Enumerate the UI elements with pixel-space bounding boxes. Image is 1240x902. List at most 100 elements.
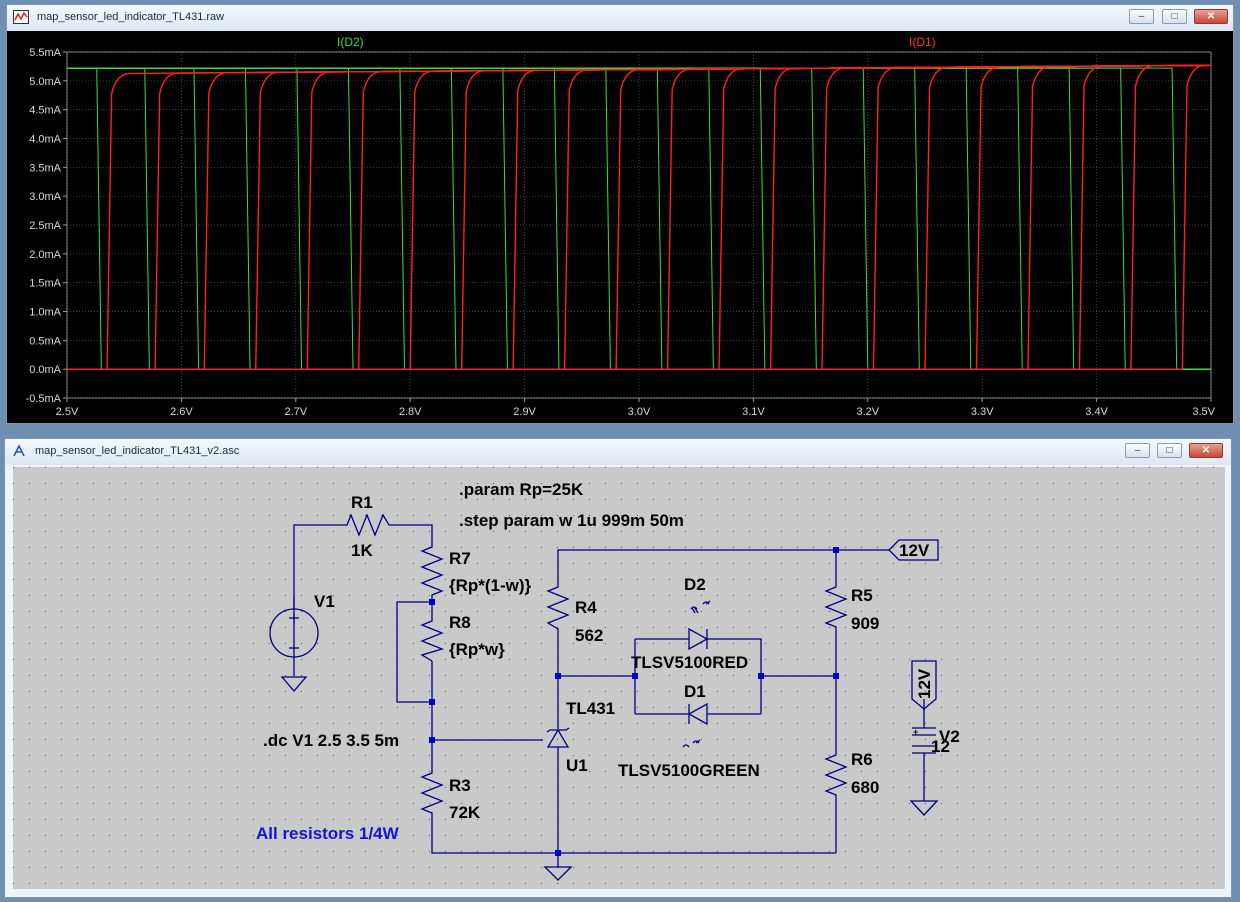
d1-value[interactable]: TLSV5100GREEN <box>618 761 760 780</box>
schematic-icon <box>13 444 25 457</box>
resistor-r6[interactable] <box>824 749 848 799</box>
minimize-button[interactable]: – <box>1125 443 1150 458</box>
close-icon: ✕ <box>1201 445 1211 456</box>
legend-i-d2[interactable]: I(D2) <box>337 35 364 49</box>
close-icon: ✕ <box>1206 11 1216 22</box>
d1-ref[interactable]: D1 <box>684 682 706 701</box>
i-d1-trace <box>67 64 1212 370</box>
ground-symbol <box>280 676 308 692</box>
r7-ref[interactable]: R7 <box>449 549 471 568</box>
x-tick-label: 2.9V <box>513 406 536 418</box>
waveform-plot[interactable]: 5.5mA5.0mA4.5mA4.0mA3.5mA3.0mA2.5mA2.0mA… <box>7 31 1233 423</box>
led-d2[interactable] <box>688 600 711 651</box>
x-tick-label: 3.2V <box>856 406 879 418</box>
v2-ref[interactable]: V2 <box>939 727 960 746</box>
r1-value[interactable]: 1K <box>351 541 373 560</box>
i-d1-trace <box>67 64 1212 370</box>
r5-ref[interactable]: R5 <box>851 586 873 605</box>
close-button[interactable]: ✕ <box>1189 443 1223 458</box>
y-tick-label: -0.5mA <box>26 393 62 405</box>
r7-value[interactable]: {Rp*(1-w)} <box>449 576 532 595</box>
net-label-12v-text: 12V <box>899 541 930 560</box>
i-d1-trace <box>67 64 1212 370</box>
x-tick-label: 2.7V <box>284 406 307 418</box>
i-d1-trace <box>67 64 1212 370</box>
resistor-r4[interactable] <box>546 581 570 641</box>
schematic-window: map_sensor_led_indicator_TL431_v2.asc – … <box>4 438 1232 898</box>
resistor-r3[interactable] <box>420 768 444 818</box>
close-button[interactable]: ✕ <box>1194 9 1228 24</box>
waveform-titlebar[interactable]: map_sensor_led_indicator_TL431.raw – □ ✕ <box>7 5 1233 31</box>
r6-ref[interactable]: R6 <box>851 750 873 769</box>
i-d1-trace <box>67 64 1212 370</box>
x-tick-label: 3.1V <box>742 406 765 418</box>
battery-v2[interactable] <box>912 727 936 754</box>
wire-net[interactable] <box>293 524 925 867</box>
junctions <box>429 547 839 856</box>
i-d1-trace <box>67 64 1212 370</box>
step-directive[interactable]: .step param w 1u 999m 50m <box>459 511 684 530</box>
x-tick-label: 3.3V <box>971 406 994 418</box>
net-label-12v-battery[interactable] <box>911 660 937 710</box>
resistor-r8[interactable] <box>420 615 444 662</box>
r3-ref[interactable]: R3 <box>449 776 471 795</box>
x-tick-label: 2.5V <box>56 406 79 418</box>
i-d1-trace <box>67 64 1212 370</box>
x-tick-label: 3.4V <box>1085 406 1108 418</box>
r1-ref[interactable]: R1 <box>351 493 373 512</box>
waveform-window-title: map_sensor_led_indicator_TL431.raw <box>37 11 225 23</box>
maximize-icon: □ <box>1166 445 1173 456</box>
i-d1-trace <box>67 64 1212 370</box>
d2-value[interactable]: TLSV5100RED <box>631 653 748 672</box>
resistor-r7[interactable] <box>420 541 444 601</box>
r6-value[interactable]: 680 <box>851 778 879 797</box>
schematic-window-title: map_sensor_led_indicator_TL431_v2.asc <box>35 445 240 457</box>
i-d1-trace <box>67 64 1212 370</box>
i-d1-trace <box>67 64 1212 370</box>
minimize-icon: – <box>1138 11 1145 22</box>
waveform-window: map_sensor_led_indicator_TL431.raw – □ ✕… <box>6 4 1234 424</box>
y-tick-label: 5.0mA <box>29 76 61 88</box>
i-d1-trace <box>67 64 1212 370</box>
r8-ref[interactable]: R8 <box>449 613 471 632</box>
r4-value[interactable]: 562 <box>575 626 603 645</box>
v2-value[interactable]: 12 <box>931 737 950 756</box>
r4-ref[interactable]: R4 <box>575 598 597 617</box>
resistor-r5[interactable] <box>824 581 848 631</box>
u1-value[interactable]: TL431 <box>566 699 615 718</box>
i-d1-trace <box>67 64 1212 370</box>
legend-i-d1[interactable]: I(D1) <box>909 35 936 49</box>
x-tick-label: 2.8V <box>399 406 422 418</box>
resistor-power-note[interactable]: All resistors 1/4W <box>256 824 400 843</box>
maximize-button[interactable]: □ <box>1162 9 1187 24</box>
y-tick-label: 3.0mA <box>29 191 61 203</box>
d2-ref[interactable]: D2 <box>684 575 706 594</box>
i-d1-trace <box>67 64 1212 370</box>
ground-symbol <box>909 800 939 816</box>
dc-directive[interactable]: .dc V1 2.5 3.5 5m <box>263 731 399 750</box>
v1-ref[interactable]: V1 <box>314 592 335 611</box>
schematic-canvas[interactable]: .param Rp=25K .step param w 1u 999m 50m … <box>13 467 1225 889</box>
r5-value[interactable]: 909 <box>851 614 879 633</box>
schematic-titlebar[interactable]: map_sensor_led_indicator_TL431_v2.asc – … <box>5 439 1231 465</box>
i-d1-trace <box>67 64 1212 370</box>
i-d1-trace <box>67 64 1212 370</box>
i-d1-trace <box>67 64 1212 370</box>
r3-value[interactable]: 72K <box>449 803 481 822</box>
minimize-icon: – <box>1134 445 1141 456</box>
maximize-button[interactable]: □ <box>1157 443 1182 458</box>
voltage-source-v1[interactable] <box>269 597 319 658</box>
i-d1-trace <box>67 64 1212 370</box>
led-d1[interactable] <box>682 702 708 748</box>
net-label-12v[interactable] <box>888 539 939 561</box>
u1-ref[interactable]: U1 <box>566 756 588 775</box>
minimize-button[interactable]: – <box>1129 9 1154 24</box>
resistor-r1[interactable] <box>342 513 396 537</box>
param-directive[interactable]: .param Rp=25K <box>459 480 584 499</box>
net-label-12v-battery-text: 12V <box>915 668 934 699</box>
i-d1-trace <box>67 64 1212 370</box>
i-d1-trace <box>67 64 1212 370</box>
shunt-regulator-u1[interactable] <box>546 724 570 756</box>
r8-value[interactable]: {Rp*w} <box>449 640 505 659</box>
y-tick-label: 2.5mA <box>29 220 61 232</box>
